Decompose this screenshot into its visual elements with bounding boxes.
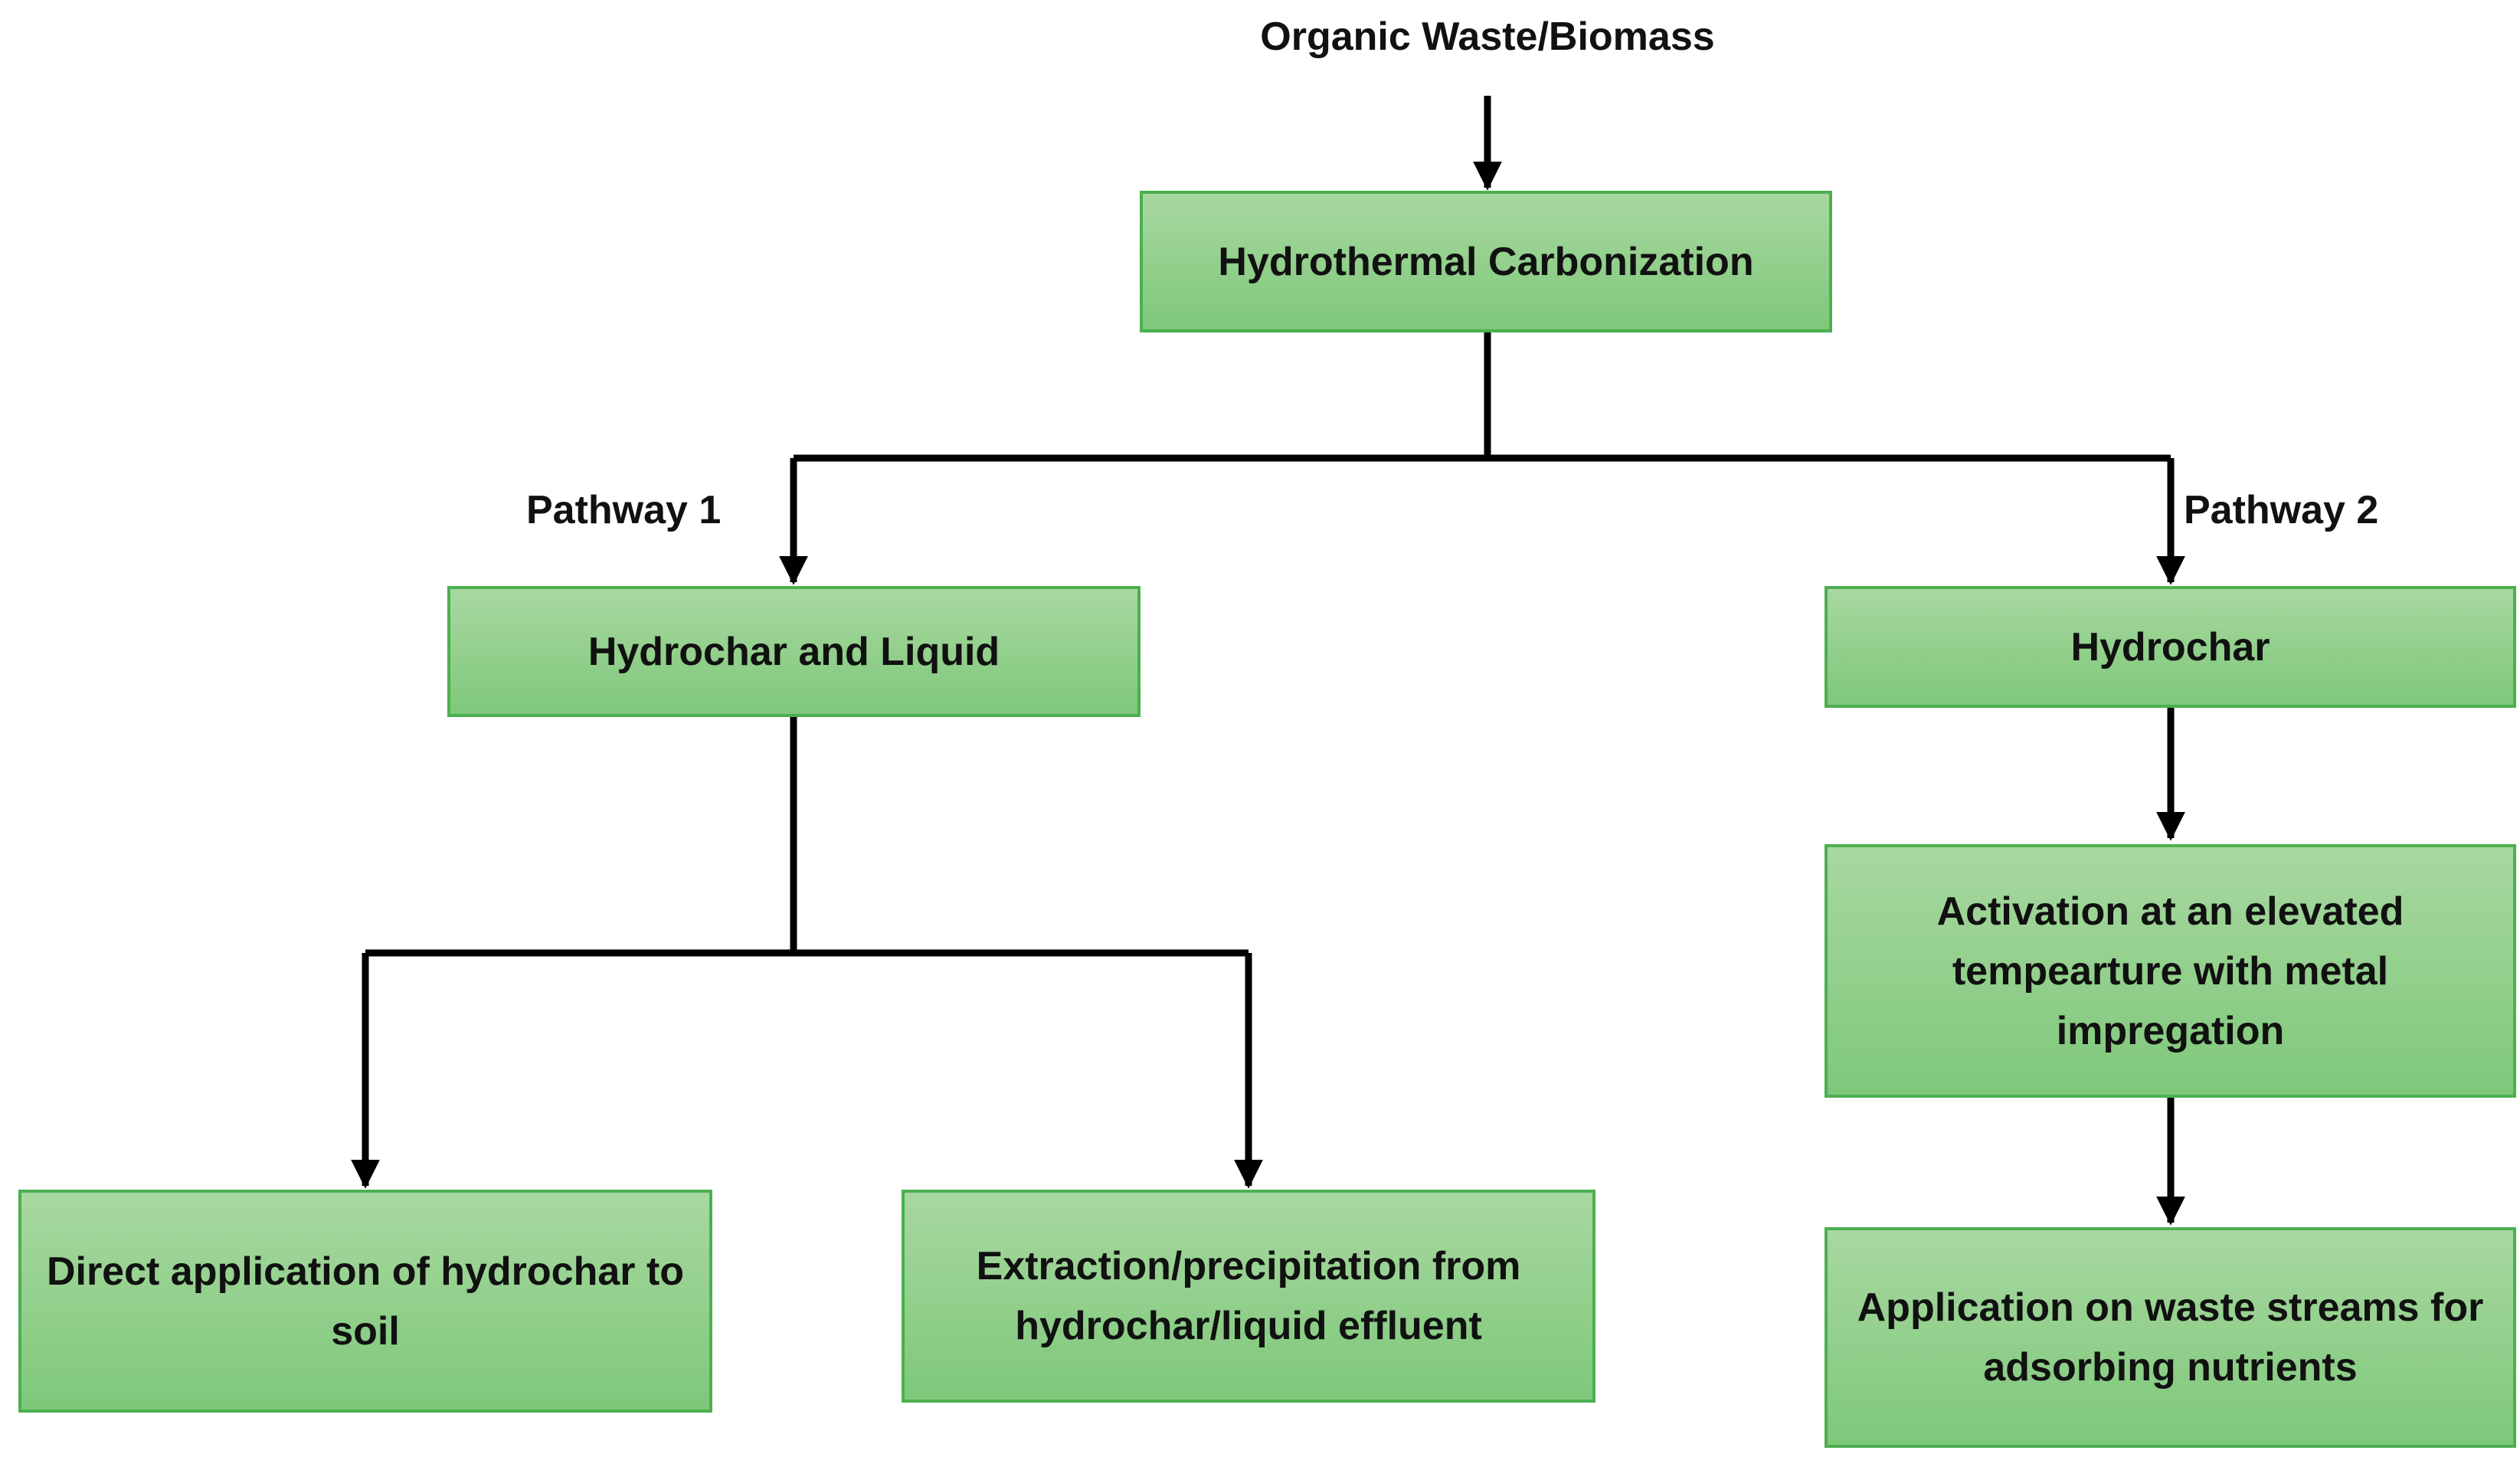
process-label: Hydrothermal Carbonization	[1218, 239, 1754, 284]
pathway1-product-box: Hydrochar and Liquid	[447, 586, 1141, 717]
activation-label: Activation at an elevated tempearture wi…	[1936, 889, 2404, 1053]
application-label: Application on waste streams for adsorbi…	[1857, 1285, 2484, 1390]
activation-box: Activation at an elevated tempearture wi…	[1825, 844, 2516, 1098]
application-box: Application on waste streams for adsorbi…	[1825, 1227, 2516, 1448]
option-b-box: Extraction/precipitation from hydrochar/…	[902, 1190, 1595, 1403]
pathway2-product-label: Hydrochar	[2070, 624, 2270, 670]
pathway2-product-box: Hydrochar	[1825, 586, 2516, 708]
option-b-label: Extraction/precipitation from hydrochar/…	[976, 1244, 1521, 1348]
pathway2-label: Pathway 2	[2184, 488, 2379, 532]
option-a-label: Direct application of hydrochar to soil	[46, 1249, 685, 1354]
option-a-box: Direct application of hydrochar to soil	[18, 1190, 712, 1413]
input-label: Organic Waste/Biomass	[1260, 15, 1715, 59]
process-box: Hydrothermal Carbonization	[1140, 191, 1832, 332]
pathway1-product-label: Hydrochar and Liquid	[587, 629, 1000, 674]
pathway1-label: Pathway 1	[526, 488, 722, 532]
